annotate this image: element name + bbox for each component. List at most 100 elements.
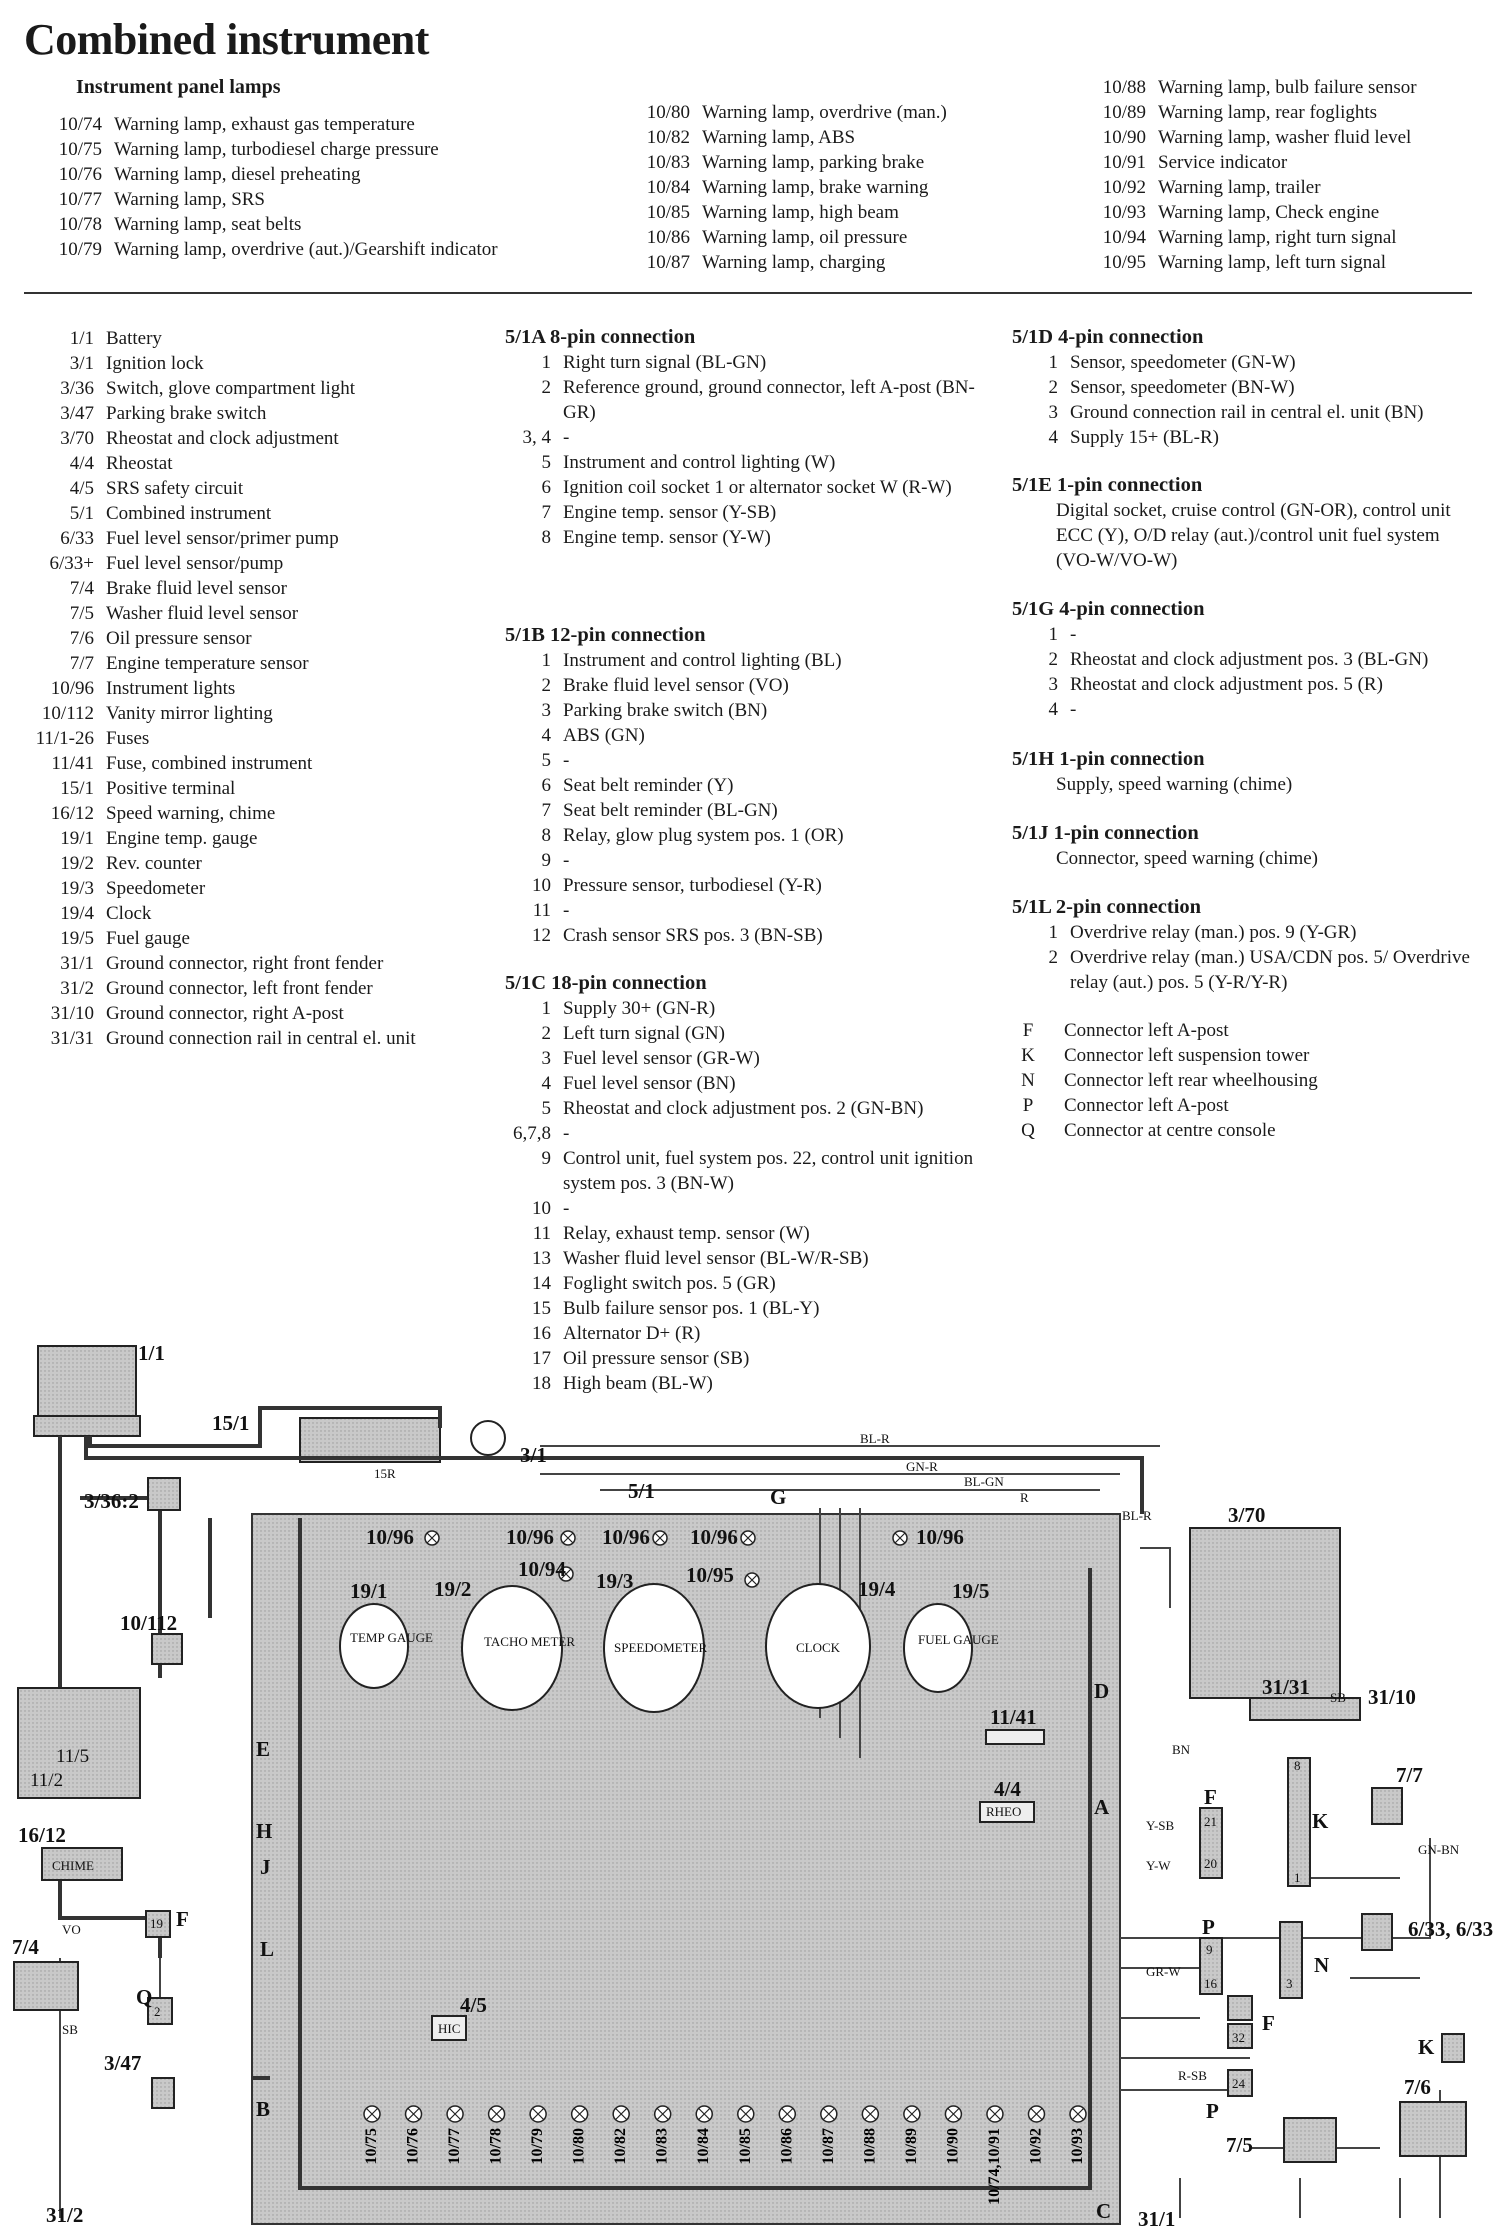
- component-row-code: 5/1: [69, 503, 94, 524]
- label-eng-temp: 7/7: [1396, 1763, 1423, 1787]
- component-row-desc: Oil pressure sensor: [106, 628, 252, 649]
- pin-row-code: 2: [1048, 377, 1059, 398]
- pin-row-code: 5: [541, 750, 552, 771]
- bottom-lamp: 10/90: [944, 2105, 963, 2164]
- connector-row-desc: Connector left A-post: [1064, 1020, 1229, 1041]
- wire-15r: 15R: [374, 1466, 396, 1481]
- wire-r-sb: R-SB: [1178, 2068, 1207, 2083]
- chime-symbol: [41, 1847, 123, 1881]
- component-row-code: 7/5: [69, 603, 94, 624]
- label-srs-code: 4/5: [460, 1993, 487, 2017]
- label-ground-apost: 31/10: [1368, 1685, 1416, 1709]
- connection-5-1E-text: Digital socket, cruise control (GN-OR), …: [1056, 500, 1451, 571]
- connector-f-box-3: [1227, 2023, 1253, 2049]
- bottom-lamp-label: 10/77: [446, 2128, 463, 2164]
- label-F3: F: [1262, 2011, 1275, 2035]
- pin-row-desc: Rheostat and clock adjustment pos. 5 (R): [1070, 674, 1383, 695]
- component-row-desc: Clock: [106, 903, 152, 924]
- component-row-desc: Ignition lock: [106, 353, 204, 374]
- pin-row: 10-: [505, 1196, 983, 1221]
- pin-row-desc: Bulb failure sensor pos. 1 (BL-Y): [563, 1298, 820, 1319]
- pin-row: 3, 4-: [505, 425, 983, 450]
- connector-f-block: [1199, 1807, 1223, 1879]
- bottom-lamp-label: 10/79: [529, 2128, 546, 2164]
- bottom-lamp-label: 10/82: [612, 2128, 629, 2164]
- fuse-box-symbol: [17, 1687, 141, 1799]
- label-brake-fluid: 7/4: [12, 1935, 39, 1959]
- label-chime: CHIME: [52, 1858, 94, 1873]
- conn_5_1G-title: 5/1G 4-pin connection: [1012, 598, 1205, 620]
- pin-row-code: 1: [541, 352, 552, 373]
- speedometer-dial: [603, 1583, 705, 1713]
- component-row-code: 31/1: [60, 953, 94, 974]
- label-fuses-11-2: 11/2: [30, 1770, 63, 1791]
- component-row-code: 15/1: [60, 778, 94, 799]
- lamp-row-code: 10/95: [1102, 252, 1146, 273]
- bottom-lamp: 10/78: [488, 2105, 506, 2164]
- label-rheo: RHEO: [986, 1804, 1021, 1819]
- component-row-code: 19/1: [60, 828, 94, 849]
- component-row-desc: Engine temp. gauge: [106, 828, 258, 849]
- component-row-code: 11/41: [51, 753, 94, 774]
- pin-32: 32: [1232, 2030, 1245, 2045]
- connection-5-1H: 5/1H 1-pin connection Supply, speed warn…: [1012, 746, 1292, 797]
- fuse-11-41-symbol: [985, 1729, 1045, 1745]
- connector-row-code: F: [1022, 1020, 1034, 1041]
- lamp-row-code: 10/87: [646, 252, 690, 273]
- label-ignition: 3/1: [520, 1443, 547, 1467]
- bottom-lamp-label: 10/92: [1027, 2128, 1044, 2164]
- component-row-code: 7/7: [69, 653, 94, 674]
- label-E: E: [256, 1737, 270, 1761]
- pin-21: 21: [1204, 1814, 1217, 1829]
- lamp-icon: [892, 1530, 908, 1546]
- component-row-desc: Fuel level sensor/primer pump: [106, 528, 339, 549]
- pin-row-desc: Engine temp. sensor (Y-SB): [563, 502, 777, 523]
- component-row: 6/33+Fuel level sensor/pump: [20, 551, 416, 576]
- pin-row-code: 8: [541, 527, 552, 548]
- label-turn-l: 10/95: [686, 1563, 734, 1587]
- bottom-lamp: 10/74,10/91: [986, 2105, 1004, 2205]
- pin-row-desc: Washer fluid level sensor (BL-W/R-SB): [563, 1248, 869, 1269]
- component-row-code: 6/33+: [49, 553, 95, 574]
- label-rail-sb: SB: [1330, 1690, 1346, 1705]
- connection-5-1E: 5/1E 1-pin connection Digital socket, cr…: [1012, 472, 1472, 573]
- bottom-lamp-label: 10/85: [737, 2128, 754, 2164]
- label-A: A: [1094, 1795, 1110, 1819]
- bottom-lamp-label: 10/88: [861, 2128, 878, 2164]
- component-row-desc: Fuses: [106, 728, 150, 749]
- label-H: H: [256, 1819, 272, 1843]
- component-row-desc: Rheostat: [106, 453, 173, 474]
- pin-row-desc: Supply 15+ (BL-R): [1070, 427, 1219, 448]
- lamp-row-code: 10/93: [1102, 202, 1146, 223]
- ignition-lock-symbol: [299, 1417, 441, 1463]
- label-park-brake: 3/47: [104, 2051, 141, 2075]
- lamp-icon: [424, 1530, 440, 1546]
- connector-row-desc: Connector left rear wheelhousing: [1064, 1070, 1318, 1091]
- connector-p-block: [1199, 1937, 1223, 1995]
- component-row-code: 31/10: [50, 1003, 94, 1024]
- wire-gn-bn: GN-BN: [1418, 1842, 1460, 1857]
- pin-row-desc: Pressure sensor, turbodiesel (Y-R): [563, 875, 822, 896]
- pin-row-code: 3, 4: [522, 427, 552, 448]
- pin-row-code: 17: [532, 1348, 551, 1369]
- label-instrument: 5/1: [628, 1479, 655, 1503]
